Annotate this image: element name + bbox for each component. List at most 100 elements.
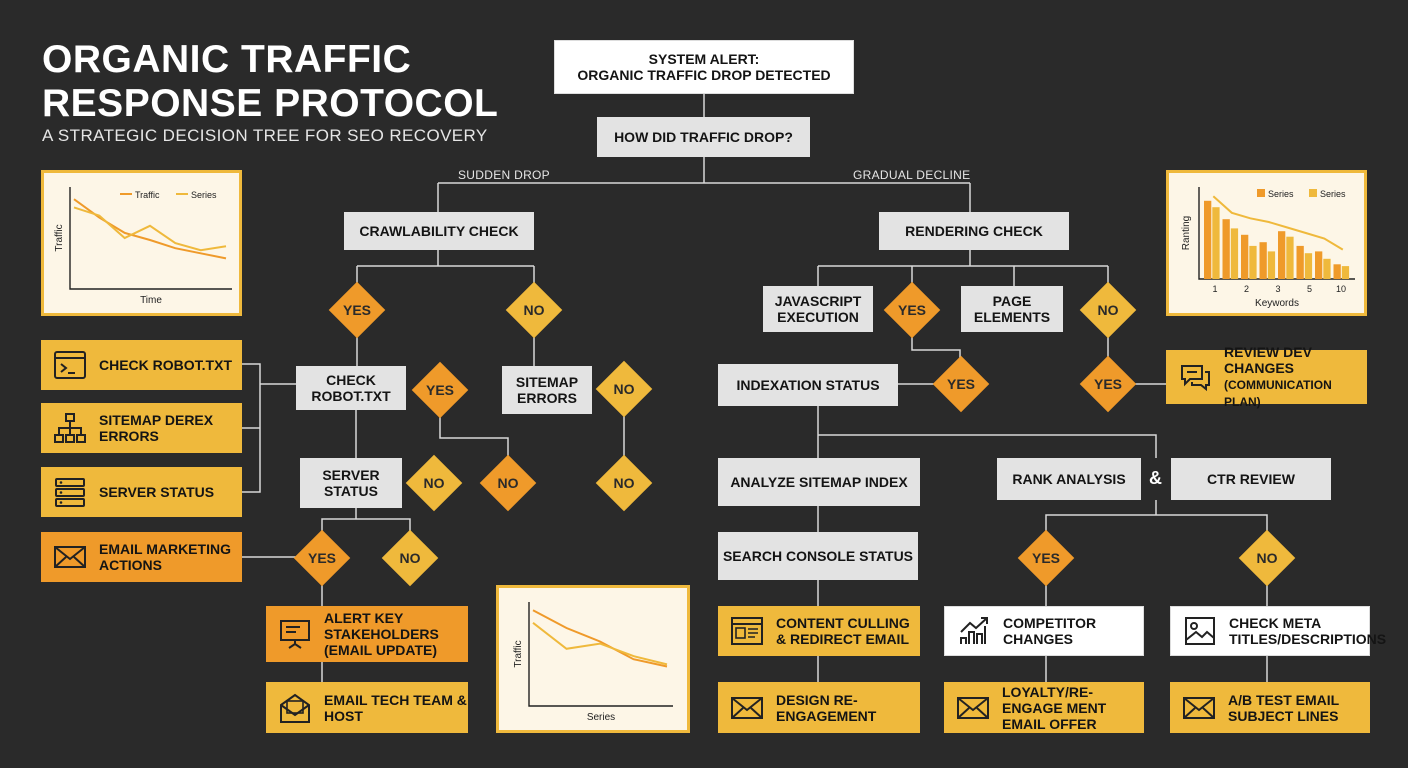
- indexation-status-box: INDEXATION STATUS: [718, 364, 898, 406]
- series-line-1: [532, 622, 668, 666]
- bar-0-2: [1241, 234, 1249, 279]
- check-meta-label: CHECK META TITLES/DESCRIPTIONS: [1229, 615, 1387, 647]
- series-line-0: [73, 198, 227, 260]
- decision-no-robot: NO: [479, 454, 537, 512]
- left-action-sitemap: SITEMAP DEREX ERRORS: [41, 403, 242, 453]
- series-line-1: [73, 206, 227, 252]
- bar-1-3: [1267, 251, 1276, 279]
- legend-label-1: Series: [1320, 189, 1346, 199]
- email-tech-team-box: EMAIL TECH TEAM & HOST: [266, 682, 468, 733]
- left-action-label: CHECK ROBOT.TXT: [99, 357, 232, 373]
- image-icon: [1185, 617, 1215, 645]
- loyalty-offer-label: LOYALTY/RE-ENGAGE MENT EMAIL OFFER: [1002, 683, 1107, 732]
- presentation-icon: [280, 620, 310, 649]
- decision-no-sitemap: NO: [595, 360, 653, 418]
- ab-test-box: A/B TEST EMAIL SUBJECT LINES: [1170, 682, 1370, 733]
- bar-1-1: [1230, 228, 1239, 279]
- left-action-email-marketing: EMAIL MARKETING ACTIONS: [41, 532, 242, 582]
- competitor-changes-box: COMPETITOR CHANGES: [944, 606, 1144, 656]
- decision-yes-crawl: YES: [328, 281, 386, 339]
- bar-0-4: [1278, 231, 1286, 279]
- y-axis-label: Ranting: [1181, 216, 1192, 250]
- design-reengagement-label: DESIGN RE-ENGAGEMENT: [776, 691, 877, 724]
- ampersand: &: [1149, 468, 1162, 488]
- legend-swatch-1: [1309, 189, 1317, 197]
- alert-line-1: SYSTEM ALERT:: [648, 51, 760, 67]
- chart-axes: [1198, 187, 1355, 280]
- system-alert-box: SYSTEM ALERT: ORGANIC TRAFFIC DROP DETEC…: [554, 40, 854, 94]
- decision-yes-javascript: YES: [883, 281, 941, 339]
- bar-0-5: [1296, 245, 1304, 279]
- title-line-1: ORGANIC TRAFFIC: [42, 38, 412, 81]
- alert-stakeholders-box: ALERT KEY STAKEHOLDERS (EMAIL UPDATE): [266, 606, 468, 662]
- competitor-changes-label: COMPETITOR CHANGES: [1003, 615, 1097, 647]
- loyalty-offer-box: LOYALTY/RE-ENGAGE MENT EMAIL OFFER: [944, 682, 1144, 733]
- decision-yes-robot: YES: [411, 361, 469, 419]
- terminal-icon: [54, 351, 86, 379]
- alert-line-2: ORGANIC TRAFFIC DROP DETECTED: [577, 67, 831, 83]
- page-elements-box: PAGE ELEMENTS: [961, 286, 1063, 332]
- x-axis-label: Keywords: [1255, 298, 1299, 309]
- open-envelope-icon: [280, 693, 310, 723]
- javascript-execution-box: JAVASCRIPT EXECUTION: [763, 286, 873, 332]
- sitemap-errors-box: SITEMAP ERRORS: [502, 366, 592, 414]
- webpage-icon: [731, 617, 763, 645]
- content-culling-label: CONTENT CULLING & REDIRECT EMAIL: [776, 615, 910, 647]
- title-line-2: RESPONSE PROTOCOL: [42, 82, 499, 125]
- edge-label-sudden: SUDDEN DROP: [458, 168, 550, 182]
- x-axis-label: Series: [587, 712, 615, 723]
- alert-stakeholders-label: ALERT KEY STAKEHOLDERS (EMAIL UPDATE): [324, 610, 439, 658]
- x-tick-label: 10: [1336, 284, 1346, 294]
- chart-traffic-series: Series Traffic: [496, 585, 690, 733]
- chart-axes: [528, 602, 673, 707]
- x-tick-label: 2: [1244, 284, 1249, 294]
- chat-bubbles-icon: [1181, 365, 1210, 392]
- review-dev-line-2: (COMMUNICATION PLAN): [1224, 378, 1332, 409]
- decision-yes-dev: YES: [1079, 355, 1137, 413]
- bar-1-6: [1323, 258, 1331, 279]
- left-action-server: SERVER STATUS: [41, 467, 242, 517]
- analyze-sitemap-box: ANALYZE SITEMAP INDEX: [718, 458, 920, 506]
- left-action-label: EMAIL MARKETING ACTIONS: [99, 541, 231, 573]
- server-icon: [55, 478, 85, 507]
- ab-test-label: A/B TEST EMAIL SUBJECT LINES: [1228, 691, 1339, 724]
- server-status-box: SERVER STATUS: [300, 458, 402, 508]
- x-tick-label: 5: [1307, 284, 1312, 294]
- bar-1-7: [1341, 266, 1350, 279]
- review-dev-line-1: REVIEW DEV CHANGES: [1224, 344, 1312, 376]
- decision-yes-email: YES: [293, 529, 351, 587]
- x-tick-label: 3: [1275, 284, 1280, 294]
- ctr-review-box: CTR REVIEW: [1171, 458, 1331, 500]
- envelope-icon: [731, 696, 763, 719]
- search-console-box: SEARCH CONSOLE STATUS: [718, 532, 918, 580]
- trend-line: [1212, 195, 1344, 251]
- crawlability-check-box: CRAWLABILITY CHECK: [344, 212, 534, 250]
- review-dev-text: REVIEW DEV CHANGES (COMMUNICATION PLAN): [1224, 344, 1367, 410]
- left-action-robot: CHECK ROBOT.TXT: [41, 340, 242, 390]
- check-robot-box: CHECK ROBOT.TXT: [296, 366, 406, 410]
- edge-label-gradual: GRADUAL DECLINE: [853, 168, 971, 182]
- sitemap-icon: [54, 413, 86, 443]
- rendering-check-box: RENDERING CHECK: [879, 212, 1069, 250]
- x-tick-label: 1: [1212, 284, 1217, 294]
- envelope-icon: [54, 546, 86, 568]
- bar-0-3: [1259, 242, 1267, 279]
- y-axis-label: Traffic: [513, 640, 524, 667]
- envelope-icon: [957, 696, 989, 719]
- x-axis-label: Time: [140, 295, 162, 306]
- chart-2-svg: Series Traffic: [513, 602, 673, 723]
- chart-axes: [69, 187, 232, 290]
- decision-yes-rank: YES: [1017, 529, 1075, 587]
- content-culling-box: CONTENT CULLING & REDIRECT EMAIL: [718, 606, 920, 656]
- bar-1-4: [1286, 236, 1294, 279]
- legend-label-1: Series: [191, 190, 217, 200]
- rank-analysis-box: RANK ANALYSIS: [997, 458, 1141, 500]
- review-dev-changes-box: REVIEW DEV CHANGES (COMMUNICATION PLAN): [1166, 344, 1367, 409]
- decision-no-sitemap-2: NO: [595, 454, 653, 512]
- decision-no-ctr: NO: [1238, 529, 1296, 587]
- bar-1-5: [1304, 253, 1313, 279]
- decision-no-email: NO: [381, 529, 439, 587]
